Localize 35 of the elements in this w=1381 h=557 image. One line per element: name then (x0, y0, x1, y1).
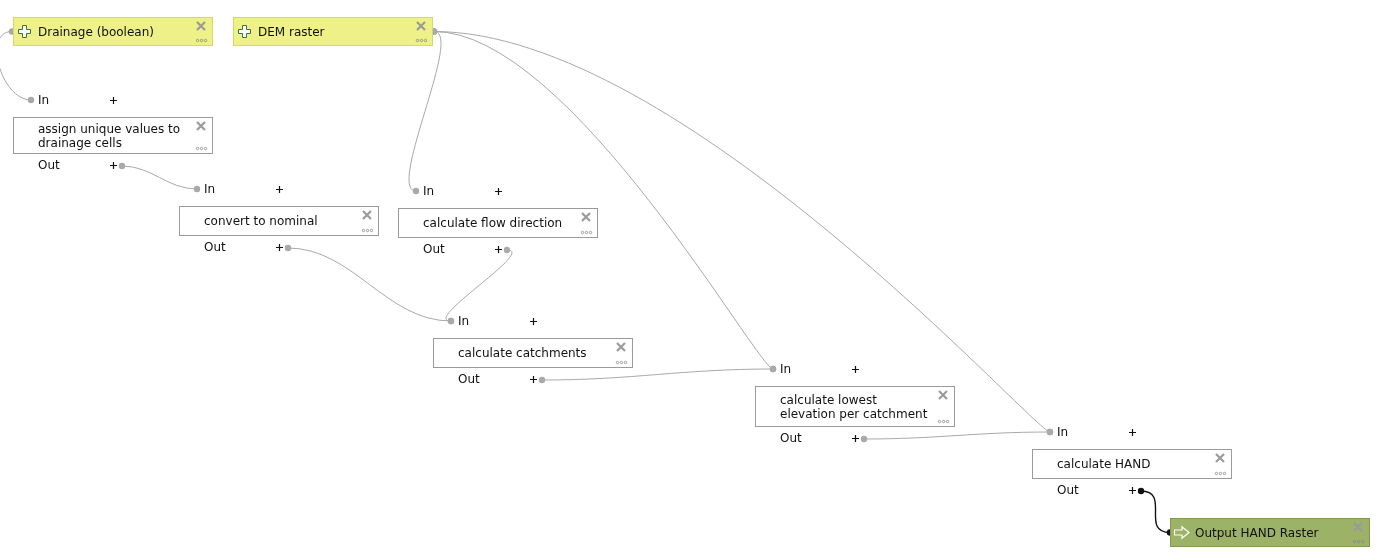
port-label: In (38, 93, 50, 107)
node-label: convert to nominal (204, 214, 318, 228)
node-label: DEM raster (258, 24, 325, 39)
node-label: Output HAND Raster (1195, 525, 1319, 540)
port-label: Out (458, 372, 480, 386)
port-label: Out (204, 240, 226, 254)
connector (0, 28, 35, 104)
process-box (433, 338, 633, 368)
input-box (233, 17, 433, 46)
connector (118, 162, 201, 193)
port-label: In (458, 314, 470, 328)
process-box (398, 208, 598, 238)
output-box (1170, 518, 1370, 547)
node-label: Drainage (boolean) (38, 24, 154, 39)
port-label: Out (423, 242, 445, 256)
input-box (13, 17, 213, 46)
connector (538, 365, 777, 384)
port-label: Out (38, 158, 60, 172)
node-label: calculate flow direction (423, 216, 563, 230)
process-box (755, 386, 955, 427)
node-label: calculate lowest elevation per catchment (780, 392, 929, 421)
port-label: In (1057, 425, 1069, 439)
process-box (13, 117, 213, 154)
node-label: assign unique values to drainage cells (38, 121, 182, 150)
port-label: In (780, 362, 792, 376)
connector (445, 246, 513, 325)
node-label: calculate HAND (1057, 457, 1151, 471)
port-label: In (423, 184, 435, 198)
process-box (179, 206, 379, 236)
process-box (1032, 449, 1232, 479)
port-label: Out (1057, 483, 1079, 497)
port-label: In (204, 182, 216, 196)
node-label: calculate catchments (458, 346, 587, 360)
port-label: Out (780, 431, 802, 445)
connector (860, 428, 1054, 443)
